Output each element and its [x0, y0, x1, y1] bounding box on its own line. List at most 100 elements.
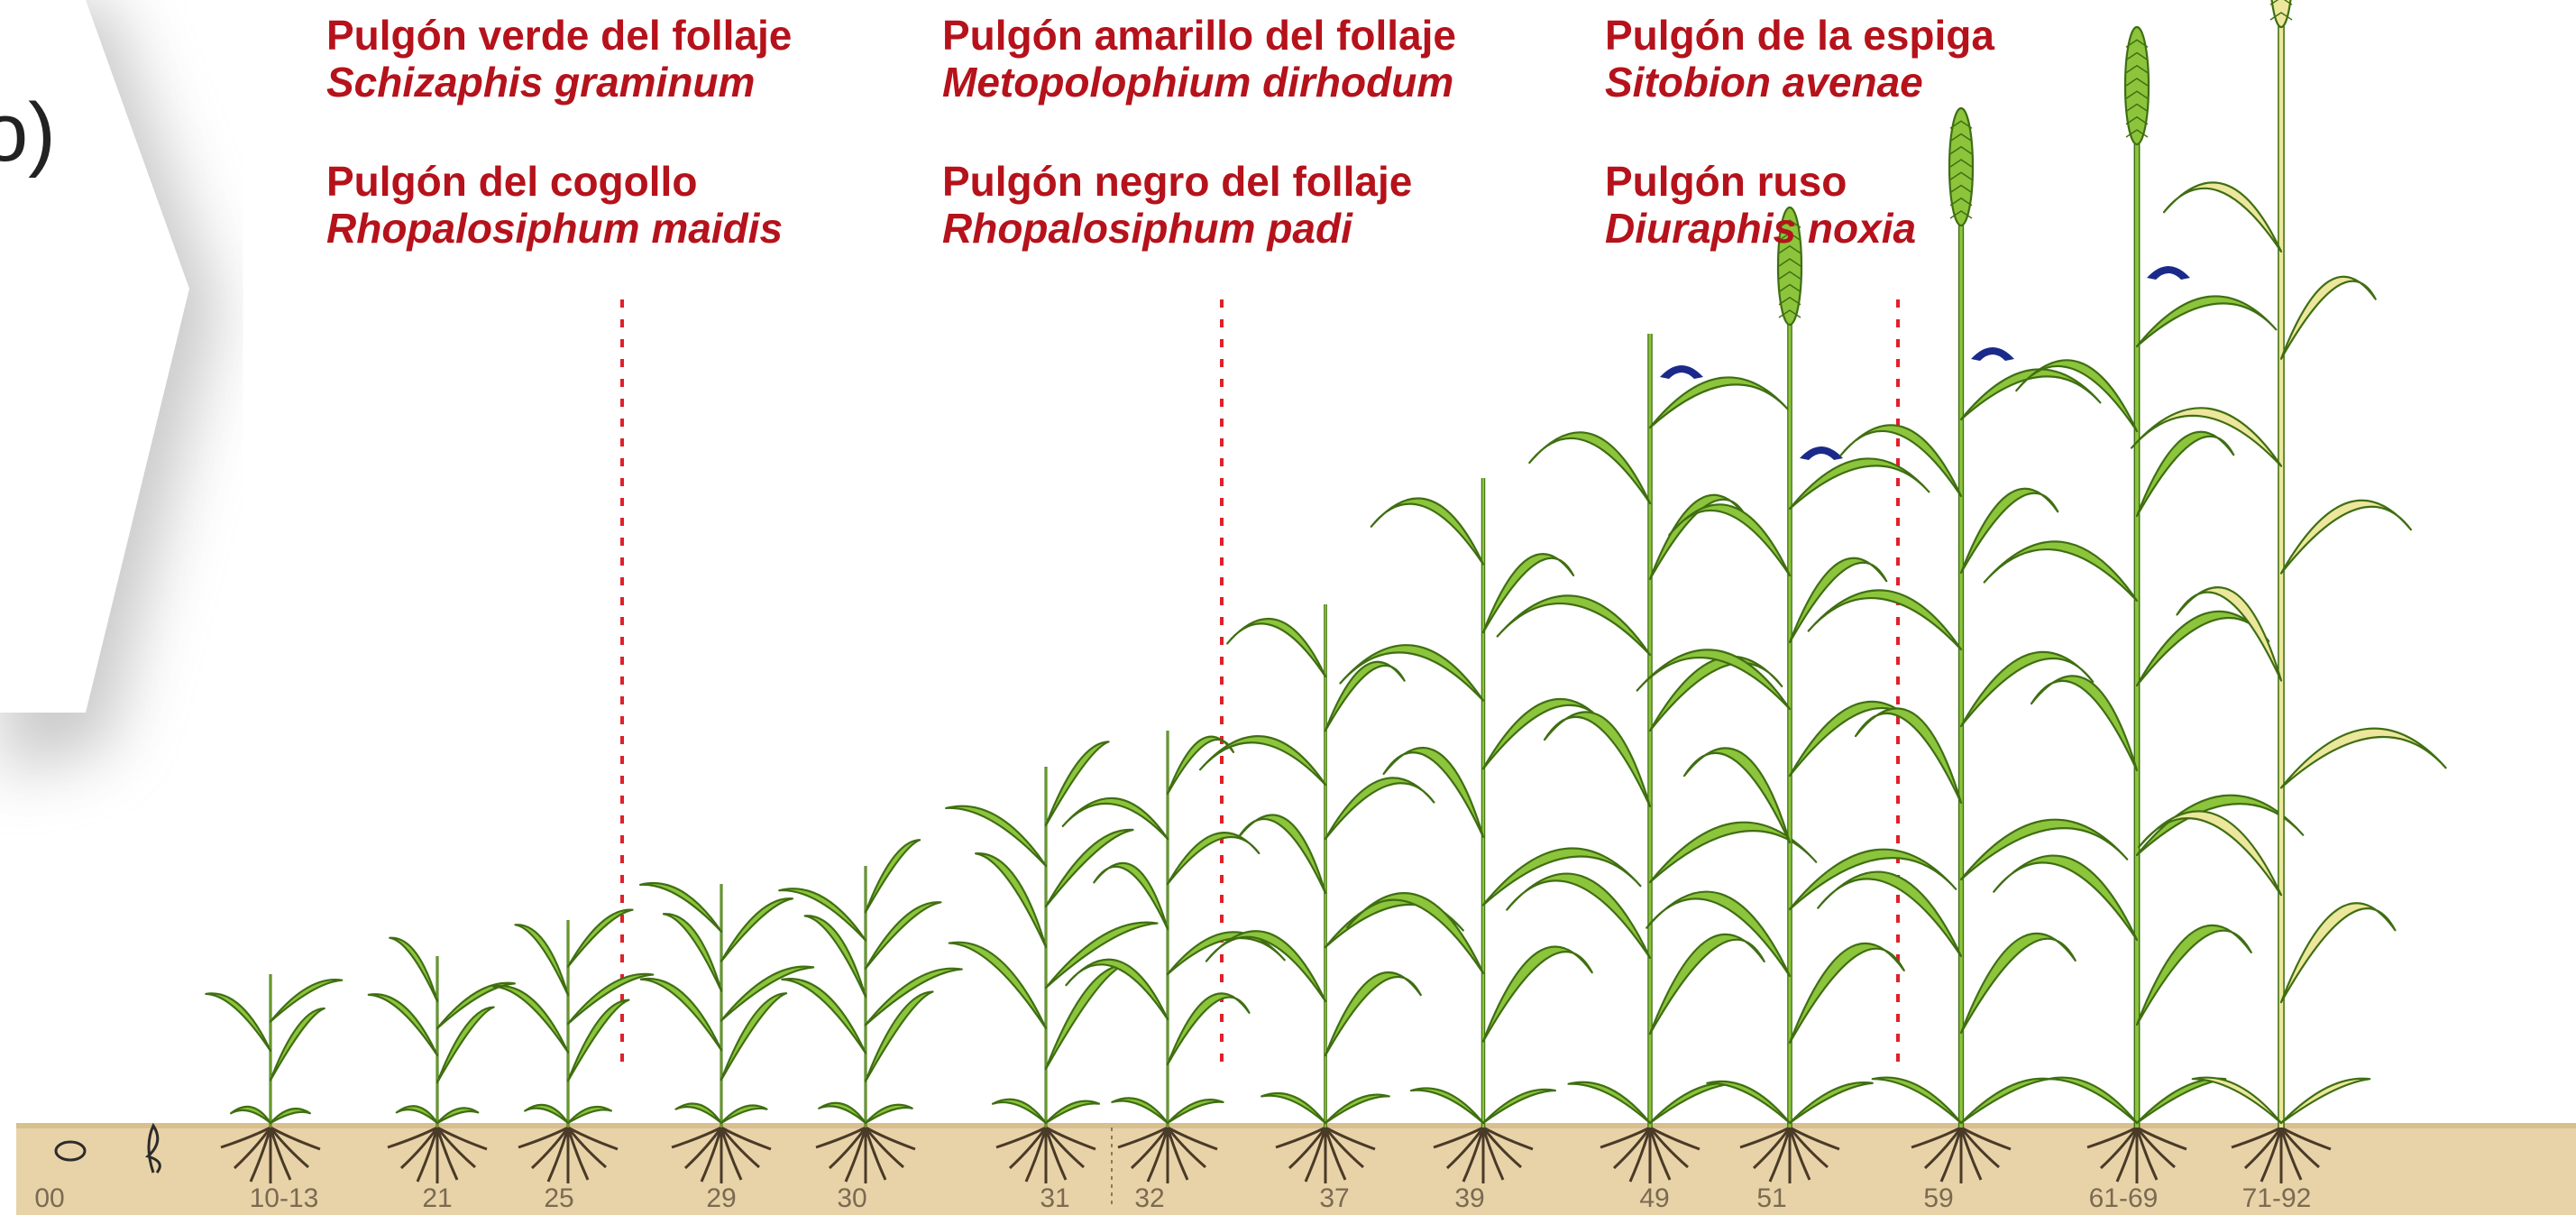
leaf — [1325, 662, 1405, 731]
leaf — [206, 993, 270, 1051]
pest-scientific-name: Rhopalosiphum maidis — [326, 206, 783, 253]
leaf — [1646, 892, 1790, 976]
leaf — [1961, 652, 2093, 726]
leaf — [270, 980, 342, 1021]
stage-label: 00 — [34, 1183, 64, 1213]
pest-scientific-name: Diuraphis noxia — [1605, 206, 1916, 253]
pest-scientific-name: Schizaphis graminum — [326, 60, 792, 106]
soil-band — [16, 1123, 2576, 1215]
leaf — [782, 979, 866, 1053]
wheat-plant-icon — [1637, 207, 1957, 1183]
leaf — [721, 993, 786, 1080]
leaf — [1168, 833, 1259, 884]
leaf — [525, 1105, 568, 1123]
leaf — [949, 943, 1046, 1028]
leaf — [568, 1107, 611, 1123]
pest-diuraphis: Pulgón ruso Diuraphis noxia — [1605, 159, 1916, 252]
leaf — [2137, 925, 2251, 1025]
leaf — [664, 914, 721, 990]
leaf — [2281, 729, 2446, 788]
pest-metopolophium: Pulgón amarillo del follaje Metopolophiu… — [942, 13, 1456, 106]
leaf — [866, 969, 962, 1026]
wheat-plant-icon — [1200, 604, 1463, 1183]
leaf — [2137, 1079, 2225, 1123]
pest-common-name: Pulgón verde del follaje — [326, 13, 792, 60]
leaf — [866, 1105, 912, 1123]
leaf — [1545, 712, 1650, 806]
pest-schizaphis: Pulgón verde del follaje Schizaphis gram… — [326, 13, 792, 106]
stage-label: 61-69 — [2089, 1183, 2159, 1213]
leaf — [2281, 501, 2411, 574]
leaf — [819, 1103, 866, 1123]
leaf — [515, 925, 568, 995]
leaf — [779, 888, 866, 940]
aphid-marker-icon — [1971, 347, 2014, 361]
leaf — [1961, 820, 2127, 879]
leaf — [721, 1106, 766, 1123]
leaf — [1961, 934, 2076, 1033]
leaf — [1569, 1082, 1650, 1123]
leaf — [1168, 993, 1249, 1064]
leaf — [1507, 874, 1650, 958]
stage-label: 51 — [1756, 1183, 1786, 1213]
leaf — [2281, 277, 2376, 359]
leaf — [1650, 377, 1789, 428]
leaf — [1790, 558, 1886, 642]
leaf — [676, 1103, 721, 1123]
leaf — [1046, 965, 1123, 1069]
stage-label: 39 — [1454, 1183, 1484, 1213]
leaf — [1168, 737, 1233, 794]
leaf — [1650, 657, 1782, 731]
leaf — [866, 902, 940, 969]
leaf — [2164, 182, 2281, 251]
leaf — [231, 1107, 270, 1123]
leaf — [2139, 811, 2281, 895]
wheat-plant-icon — [1809, 108, 2128, 1183]
stage-label: 25 — [544, 1183, 573, 1213]
leaf — [2177, 587, 2281, 680]
leaf — [1112, 1098, 1168, 1123]
leaf — [1818, 872, 1961, 956]
leaf — [1384, 748, 1483, 837]
leaf — [1809, 590, 1961, 649]
leaf — [1873, 1078, 1961, 1123]
wheat-plant-icon — [1498, 334, 1817, 1183]
pest-common-name: Pulgón ruso — [1605, 159, 1916, 206]
stage-label: 30 — [837, 1183, 866, 1213]
stage-label: 71-92 — [2242, 1183, 2312, 1213]
leaf — [721, 898, 793, 962]
leaf — [1529, 432, 1650, 503]
leaf — [1347, 893, 1483, 973]
leaf — [1790, 943, 1904, 1043]
leaf — [369, 994, 437, 1055]
leaf — [946, 806, 1046, 866]
leaf — [2137, 432, 2233, 516]
wheat-ear-icon — [2269, 0, 2293, 27]
aphid-marker-icon — [2147, 266, 2190, 280]
leaf — [1790, 458, 1929, 509]
leaf — [493, 986, 568, 1053]
leaf — [1238, 815, 1325, 893]
stage-label: 10-13 — [250, 1183, 319, 1213]
leaf — [1094, 863, 1168, 929]
wheat-ear-icon — [2125, 27, 2149, 144]
leaf — [2031, 676, 2137, 770]
leaf — [390, 938, 437, 1001]
aphid-marker-icon — [1660, 365, 1703, 379]
leaf — [2281, 1079, 2370, 1123]
pest-rhopalosiphum-maidis: Pulgón del cogollo Rhopalosiphum maidis — [326, 159, 783, 252]
pest-common-name: Pulgón amarillo del follaje — [942, 13, 1456, 60]
wheat-plant-icon — [2131, 0, 2446, 1183]
leaf — [1650, 934, 1765, 1034]
leaf — [2049, 1078, 2137, 1123]
leaf — [976, 853, 1046, 947]
leaf — [641, 979, 721, 1050]
leaf — [1994, 856, 2137, 940]
aphid-marker-icon — [1800, 446, 1843, 460]
leaf — [721, 967, 813, 1021]
leaf — [2281, 903, 2395, 1002]
wheat-plant-icon — [1063, 731, 1285, 1183]
stage-label: 37 — [1319, 1183, 1349, 1213]
leaf — [1985, 541, 2137, 601]
leaf — [1168, 1100, 1224, 1123]
